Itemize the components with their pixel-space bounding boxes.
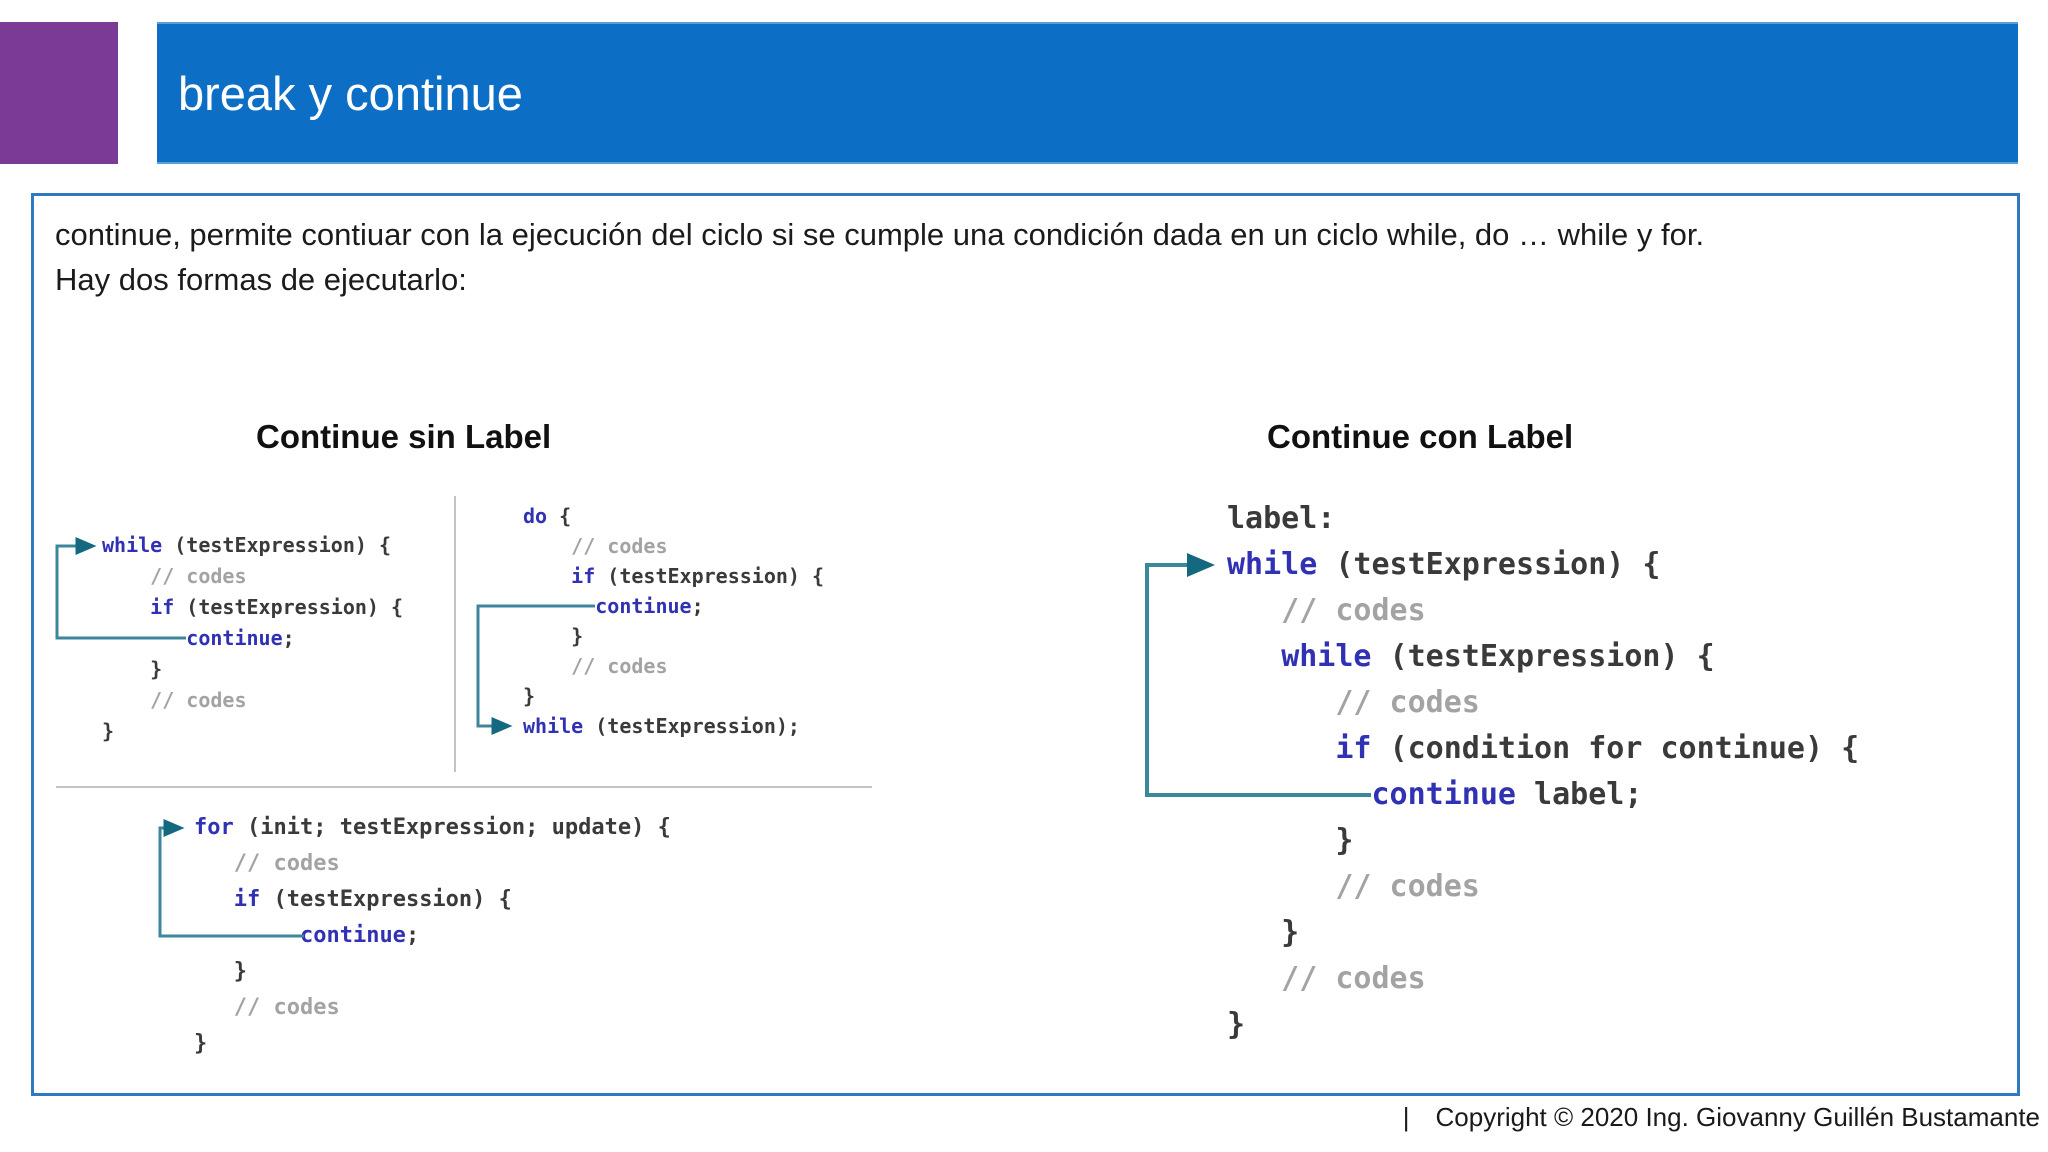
heading-continue-sin-label: Continue sin Label (256, 418, 552, 455)
code-block-for: for (init; testExpression; update) { // … (194, 815, 671, 1056)
footer-copyright: Copyright © 2020 Ing. Giovanny Guillén B… (1435, 1102, 2041, 1132)
code-block-while: while (testExpression) { // codes if (te… (102, 533, 404, 743)
intro-line-2: Hay dos formas de ejecutarlo: (55, 262, 467, 297)
content-box (31, 193, 2020, 1096)
intro-line-1: continue, permite contiuar con la ejecuc… (55, 217, 1705, 252)
footer: | Copyright © 2020 Ing. Giovanny Guillén… (1403, 1102, 2040, 1133)
horizontal-divider (56, 786, 872, 788)
heading-continue-con-label: Continue con Label (1267, 418, 1574, 455)
intro-paragraph: continue, permite contiuar con la ejecuc… (55, 212, 1985, 302)
vertical-divider (454, 496, 456, 772)
code-block-do-while: do { // codes if (testExpression) { cont… (523, 504, 825, 738)
accent-square (0, 22, 118, 164)
slide-title: break y continue (178, 66, 523, 120)
code-block-label: label:while (testExpression) { // codes … (1227, 501, 1860, 1042)
title-bar: break y continue (157, 22, 2018, 164)
footer-separator: | (1402, 1102, 1410, 1132)
